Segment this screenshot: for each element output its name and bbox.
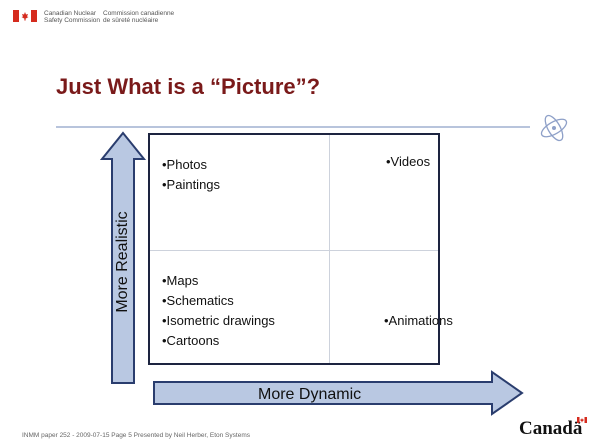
list-item: •Isometric drawings xyxy=(162,313,275,328)
canada-flag-icon xyxy=(13,10,37,22)
more-realistic-arrow xyxy=(100,131,146,384)
list-item: •Videos xyxy=(386,154,431,169)
list-item: •Animations xyxy=(384,313,453,328)
slide-title: Just What is a “Picture”? xyxy=(56,74,321,99)
cell-realistic-dynamic: •Videos xyxy=(386,152,430,172)
list-item: •Paintings xyxy=(162,177,221,192)
grid-horizontal-divider xyxy=(150,250,438,251)
cell-abstract-dynamic: •Animations xyxy=(384,311,453,331)
canada-wordmark: Canadä xyxy=(519,418,583,439)
grid-vertical-divider xyxy=(329,135,330,363)
footer-text: INMM paper 252 - 2009-07-15 Page 5 Prese… xyxy=(22,432,250,439)
title-divider xyxy=(56,126,530,128)
cell-realistic-static: •Photos •Paintings xyxy=(162,155,220,195)
cell-abstract-static: •Maps •Schematics •Isometric drawings •C… xyxy=(162,271,275,351)
list-item: •Maps xyxy=(162,273,199,288)
agency-name-en: Canadian Nuclear Safety Commission xyxy=(44,10,100,24)
more-realistic-label: More Realistic xyxy=(114,211,131,313)
list-item: •Cartoons xyxy=(162,333,220,348)
list-item: •Schematics xyxy=(162,293,234,308)
list-item: •Photos xyxy=(162,157,208,172)
agency-name-fr: Commission canadienne de sûreté nucléair… xyxy=(103,10,175,24)
more-dynamic-label: More Dynamic xyxy=(258,386,362,403)
atom-icon xyxy=(540,114,568,142)
wordmark-flag-icon xyxy=(577,417,587,423)
more-dynamic-arrow xyxy=(153,370,524,416)
picture-matrix: •Photos •Paintings •Videos •Maps •Schema… xyxy=(148,133,453,365)
